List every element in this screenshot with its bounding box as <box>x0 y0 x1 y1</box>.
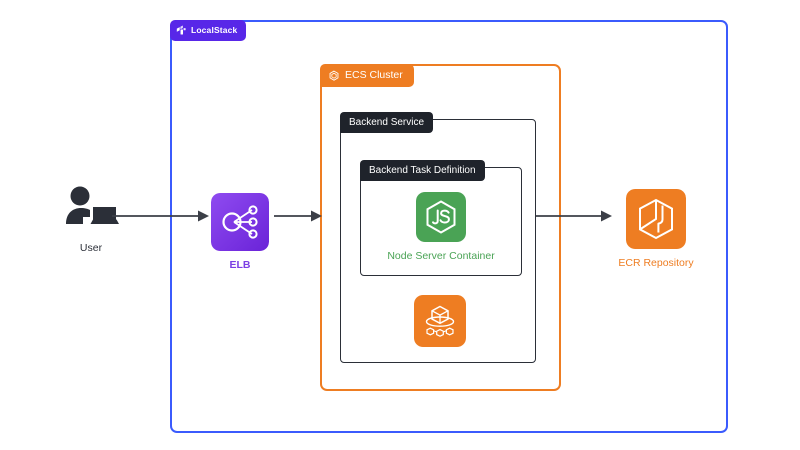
ecs-cluster-icon <box>329 70 339 81</box>
elastic-load-balancer-icon <box>211 193 269 251</box>
ecs-cluster-boundary-box <box>320 64 561 391</box>
backend-service-badge-label: Backend Service <box>349 116 425 128</box>
node-elb: ELB <box>207 193 273 271</box>
connector-backend-service-to-ecr <box>536 210 612 222</box>
node-ecr-repository: ECR Repository <box>609 189 703 269</box>
ecs-cluster-badge: ECS Cluster <box>320 64 414 87</box>
localstack-boundary-box <box>170 20 728 433</box>
node-elb-label: ELB <box>229 259 251 271</box>
connector-user-to-elb <box>112 210 209 222</box>
localstack-badge-label: LocalStack <box>191 25 238 36</box>
user-at-laptop-icon <box>66 186 119 224</box>
backend-task-definition-badge: Backend Task Definition <box>360 160 485 181</box>
node-node-server-container: Node Server Container <box>387 192 495 262</box>
ecs-cluster-badge-label: ECS Cluster <box>345 69 403 82</box>
node-server-container-label: Node Server Container <box>387 250 495 262</box>
backend-service-badge: Backend Service <box>340 112 434 133</box>
backend-task-definition-badge-label: Backend Task Definition <box>369 164 476 176</box>
localstack-badge: LocalStack <box>170 20 247 41</box>
node-ecr-repository-label: ECR Repository <box>618 257 694 269</box>
node-ecs-task <box>414 295 466 347</box>
nodejs-icon <box>416 192 466 242</box>
connector-elb-to-ecs-cluster <box>274 210 322 222</box>
node-user-label: User <box>79 242 103 254</box>
node-user: User <box>46 186 136 254</box>
localstack-logo-icon <box>176 25 186 35</box>
ecs-container-icon <box>414 295 466 347</box>
ecr-repository-icon <box>626 189 686 249</box>
backend-service-boundary-box <box>340 119 536 363</box>
